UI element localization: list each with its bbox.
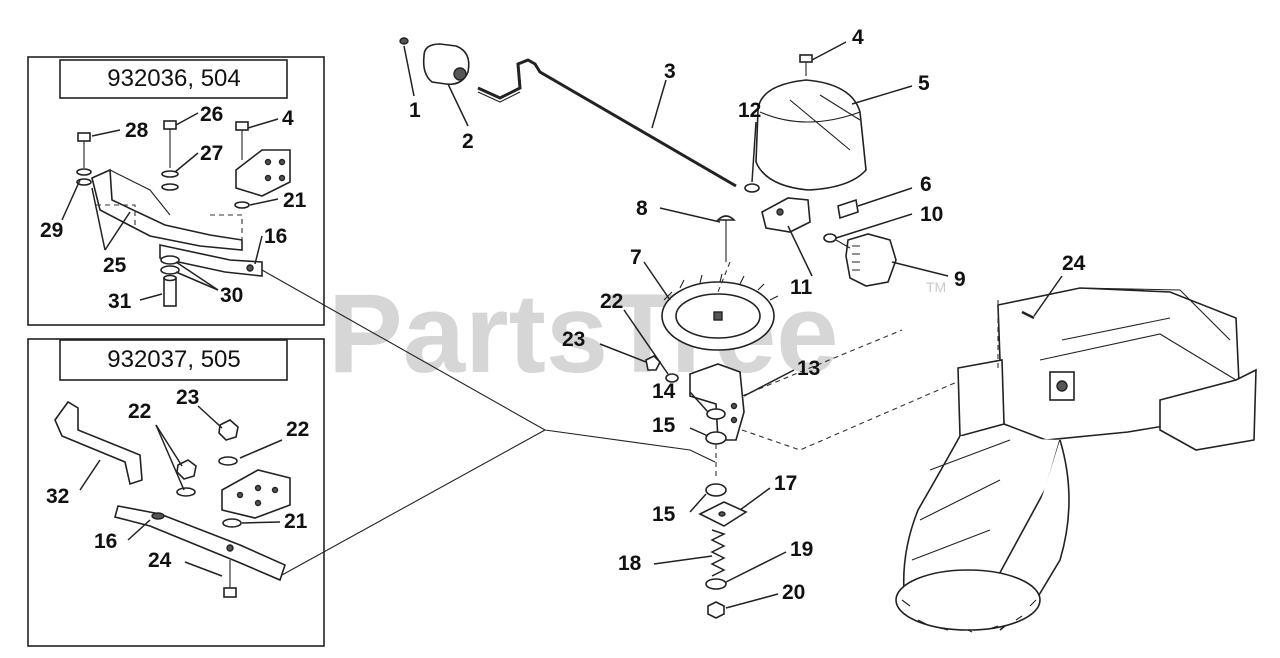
callout-15-bottom: 15 — [652, 503, 676, 526]
callout-23: 23 — [562, 328, 585, 351]
inset-bottom: 932037, 505 — [27, 338, 325, 647]
callout-30: 30 — [220, 284, 243, 307]
spacer-31 — [163, 277, 177, 307]
watermark-tm: TM — [926, 279, 946, 295]
bracket-32 — [54, 400, 143, 486]
bolt-26-head — [163, 120, 177, 130]
callout-21-bottom: 21 — [284, 510, 308, 533]
callout-13: 13 — [797, 357, 820, 380]
callout-25: 25 — [103, 254, 127, 277]
bracket-plate-bottom — [221, 469, 291, 519]
bolt-24-bottom — [223, 587, 237, 598]
callout-4: 4 — [852, 26, 864, 49]
crank-rod-3 — [477, 58, 737, 188]
callout-29: 29 — [40, 219, 63, 242]
nut-23-main — [645, 355, 661, 371]
callout-24-inset: 24 — [148, 549, 172, 572]
nut-23 — [218, 419, 239, 441]
callout-2: 2 — [462, 130, 474, 153]
callout-10: 10 — [920, 203, 943, 226]
lever-16-bottom — [114, 505, 286, 582]
lever-16 — [159, 244, 263, 277]
callout-31: 31 — [108, 290, 132, 313]
nut-20 — [707, 601, 725, 619]
chute-ring — [895, 569, 1041, 631]
callout-3: 3 — [664, 60, 676, 83]
spring-18 — [710, 529, 726, 577]
callout-22-inset-a: 22 — [128, 400, 151, 423]
callout-5: 5 — [918, 72, 930, 95]
callout-27: 27 — [200, 142, 223, 165]
callout-22-inset-b: 22 — [286, 418, 309, 441]
callout-12: 12 — [738, 99, 761, 122]
bracket-plate — [235, 149, 291, 197]
callout-6: 6 — [920, 173, 932, 196]
inset-top: 932036, 504 — [27, 56, 325, 326]
inset-bottom-title: 932037, 505 — [107, 346, 240, 373]
chute-cap-5 — [755, 79, 867, 191]
callout-22: 22 — [600, 290, 623, 313]
callout-14: 14 — [652, 380, 676, 403]
callout-23-inset: 23 — [176, 386, 199, 409]
chute-housing — [895, 287, 1257, 633]
callout-21-top: 21 — [283, 189, 307, 212]
callout-11: 11 — [790, 276, 813, 299]
callout-16-top: 16 — [264, 225, 287, 248]
pin-1 — [399, 37, 409, 45]
callout-4-inset: 4 — [282, 107, 294, 130]
main-leaders — [403, 41, 1063, 609]
callout-20: 20 — [782, 581, 805, 604]
inset-top-leaders — [61, 112, 279, 301]
main-assembly — [399, 37, 981, 619]
bolt-28-head — [77, 132, 91, 142]
inset-top-parts — [76, 120, 291, 307]
gear-9 — [845, 233, 897, 287]
callout-19: 19 — [790, 538, 813, 561]
callout-1: 1 — [409, 99, 421, 122]
callout-7: 7 — [630, 246, 642, 269]
callout-15-top: 15 — [652, 414, 676, 437]
callout-32: 32 — [46, 485, 69, 508]
inset-top-title: 932036, 504 — [107, 65, 240, 92]
callout-17: 17 — [774, 472, 797, 495]
inset-bottom-parts — [54, 400, 291, 598]
callout-26: 26 — [200, 103, 223, 126]
bracket-13 — [689, 363, 745, 441]
callout-9: 9 — [954, 268, 966, 291]
callout-28: 28 — [125, 119, 149, 142]
callout-24: 24 — [1062, 252, 1086, 275]
callout-16-bottom: 16 — [94, 530, 117, 553]
callout-8: 8 — [636, 197, 648, 220]
inset-connectors — [261, 269, 716, 576]
inset-bottom-leaders — [79, 405, 283, 577]
shift-bracket — [91, 168, 243, 251]
bracket-11 — [761, 197, 811, 233]
callout-18: 18 — [618, 552, 642, 575]
